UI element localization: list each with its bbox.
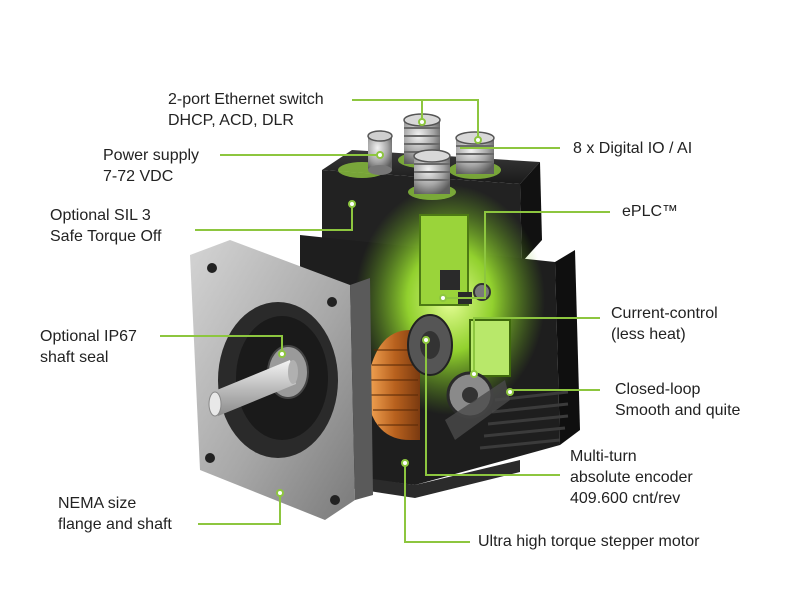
callout-stepper: Ultra high torque stepper motor	[478, 531, 699, 552]
callout-current-control-line-2: (less heat)	[611, 326, 686, 343]
callout-stepper-line-1: Ultra high torque stepper motor	[478, 533, 700, 550]
callout-line-stepper	[404, 465, 470, 543]
callout-nema: NEMA size flange and shaft	[58, 493, 172, 535]
mounting-hole	[207, 263, 217, 273]
callout-line-nema	[198, 495, 281, 525]
callout-sil: Optional SIL 3 Safe Torque Off	[50, 205, 161, 247]
callout-line-ip67	[160, 335, 283, 352]
current-control-board	[469, 319, 511, 377]
callout-current-control: Current-control (less heat)	[611, 303, 718, 345]
callout-encoder-line-2: absolute encoder	[570, 469, 693, 486]
copper-winding	[370, 330, 420, 440]
flange-edge	[350, 278, 373, 500]
mounting-hole	[330, 495, 340, 505]
callout-ethernet-line-1: 2-port Ethernet switch	[168, 91, 324, 108]
cutaway-interior	[355, 185, 545, 440]
callout-closed-loop-line-1: Closed-loop	[615, 381, 701, 398]
callout-line-current-control	[473, 317, 600, 372]
callout-nema-line-2: flange and shaft	[58, 516, 172, 533]
callout-line-eplc	[445, 211, 610, 299]
callout-encoder: Multi-turn absolute encoder 409.600 cnt/…	[570, 446, 693, 509]
callout-digital-io: 8 x Digital IO / AI	[573, 138, 692, 159]
callout-encoder-line-1: Multi-turn	[570, 448, 637, 465]
motor-block-side	[555, 250, 580, 445]
callout-encoder-line-3: 409.600 cnt/rev	[570, 490, 681, 507]
callout-power-line-2: 7-72 VDC	[103, 168, 174, 185]
eplc-board	[419, 214, 469, 306]
mounting-hole	[327, 297, 337, 307]
motor-shaft	[208, 360, 298, 417]
callout-digital-io-line-1: 8 x Digital IO / AI	[573, 140, 693, 157]
callout-line-ethernet-2	[422, 99, 479, 138]
callout-sil-line-2: Safe Torque Off	[50, 228, 162, 245]
callout-sil-line-1: Optional SIL 3	[50, 207, 151, 224]
callout-closed-loop-line-2: Smooth and quite	[615, 402, 741, 419]
callout-power: Power supply 7-72 VDC	[103, 145, 199, 187]
callout-ethernet: 2-port Ethernet switch DHCP, ACD, DLR	[168, 89, 324, 131]
callout-lines	[160, 99, 610, 543]
callout-ethernet-line-2: DHCP, ACD, DLR	[168, 112, 294, 129]
callout-line-sil	[195, 206, 353, 231]
connectors	[338, 113, 501, 200]
callout-power-line-1: Power supply	[103, 147, 200, 164]
callout-eplc-line-1: ePLC™	[622, 203, 679, 220]
cooling-fins	[479, 390, 569, 450]
callout-nema-line-1: NEMA size	[58, 495, 137, 512]
mounting-hole	[205, 453, 215, 463]
callout-current-control-line-1: Current-control	[611, 305, 718, 322]
callout-closed-loop: Closed-loop Smooth and quite	[615, 379, 740, 421]
callout-eplc: ePLC™	[622, 201, 678, 222]
callout-ip67-line-1: Optional IP67	[40, 328, 137, 345]
callout-ip67-line-2: shaft seal	[40, 349, 109, 366]
callout-line-encoder	[425, 342, 560, 476]
callout-ip67: Optional IP67 shaft seal	[40, 326, 137, 368]
